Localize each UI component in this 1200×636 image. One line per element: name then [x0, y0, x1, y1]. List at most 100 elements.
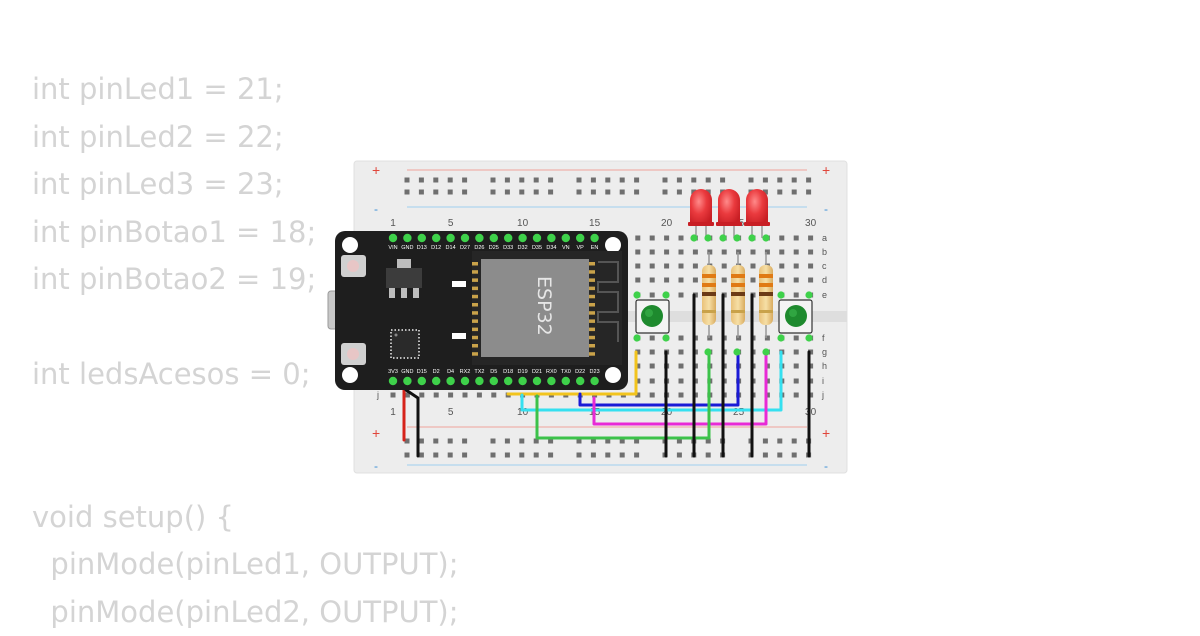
esp32-pin-label-top: D27 [460, 245, 470, 251]
esp32-pin-bottom[interactable] [432, 377, 440, 385]
rail-plus-left-bottom: + [372, 425, 380, 441]
breadboard-hole [679, 293, 684, 298]
breadboard-hole [751, 264, 756, 269]
breadboard-hole [751, 278, 756, 283]
esp32-pin-label-bottom: D19 [518, 369, 528, 375]
esp32-pin-bottom[interactable] [490, 377, 498, 385]
esp32-pin-bottom[interactable] [446, 377, 454, 385]
esp32-pin-bottom[interactable] [533, 377, 541, 385]
breadboard-hole [463, 393, 468, 398]
rail-hole [792, 178, 797, 183]
rail-hole [677, 178, 682, 183]
esp32-pin-top[interactable] [518, 234, 526, 242]
column-number-bottom: 30 [805, 407, 817, 418]
rail-hole [548, 190, 553, 195]
breadboard-hole [391, 393, 396, 398]
rail-minus-right-bottom: - [824, 459, 828, 473]
module-pad [472, 270, 478, 274]
breadboard-hole [722, 250, 727, 255]
esp32-pin-top[interactable] [403, 234, 411, 242]
module-pad [589, 262, 595, 266]
rail-hole [763, 439, 768, 444]
breadboard-hole [419, 393, 424, 398]
esp32-pin-top[interactable] [432, 234, 440, 242]
rail-hole [505, 453, 510, 458]
esp32-pin-bottom[interactable] [504, 377, 512, 385]
breadboard-hole [650, 350, 655, 355]
esp32-pin-top[interactable] [590, 234, 598, 242]
breadboard-hole [808, 278, 813, 283]
breadboard-hole [794, 350, 799, 355]
esp32-pin-label-top: D14 [446, 245, 456, 251]
esp32-pin-bottom[interactable] [389, 377, 397, 385]
esp32-pin-bottom[interactable] [547, 377, 555, 385]
breadboard-hole [650, 336, 655, 341]
esp32-pin-bottom[interactable] [562, 377, 570, 385]
rail-hole [405, 453, 410, 458]
esp32-pin-top[interactable] [504, 234, 512, 242]
rail-hole [491, 439, 496, 444]
esp32-pin-label-top: VIN [388, 245, 397, 251]
breadboard-hole [707, 336, 712, 341]
component-pin [662, 334, 669, 341]
breadboard-hole [434, 393, 439, 398]
esp32-pin-label-bottom: RX0 [546, 369, 557, 375]
esp32-pin-top[interactable] [389, 234, 397, 242]
esp32-pin-label-top: VN [562, 245, 570, 251]
esp32-pin-bottom[interactable] [418, 377, 426, 385]
rail-hole [534, 178, 539, 183]
esp32-pin-bottom[interactable] [403, 377, 411, 385]
row-letter: a [822, 233, 827, 243]
esp32-pin-bottom[interactable] [475, 377, 483, 385]
module-pad [472, 336, 478, 340]
esp32-pin-top[interactable] [562, 234, 570, 242]
esp32-pin-label-top: VP [577, 245, 585, 251]
esp32-pin-bottom[interactable] [590, 377, 598, 385]
rail-hole [706, 453, 711, 458]
rail-hole [591, 178, 596, 183]
rail-hole [519, 439, 524, 444]
breadboard-hole [794, 236, 799, 241]
breadboard-hole [650, 364, 655, 369]
rail-hole [548, 453, 553, 458]
esp32-pin-label-bottom: D21 [532, 369, 542, 375]
esp32-pin-top[interactable] [461, 234, 469, 242]
esp32-pin-bottom[interactable] [461, 377, 469, 385]
component-pin [805, 291, 812, 298]
rail-hole [663, 178, 668, 183]
component-pin [733, 348, 740, 355]
esp32-pin-bottom[interactable] [518, 377, 526, 385]
esp32-pin-top[interactable] [475, 234, 483, 242]
esp32-pin-top[interactable] [533, 234, 541, 242]
push-button-left[interactable] [636, 300, 669, 333]
breadboard-hole [779, 250, 784, 255]
esp32-pin-top[interactable] [547, 234, 555, 242]
module-pad [589, 336, 595, 340]
rail-hole [519, 178, 524, 183]
module-pad [589, 303, 595, 307]
esp32-pin-label-top: D32 [518, 245, 528, 251]
breadboard-hole [794, 364, 799, 369]
rail-hole [577, 190, 582, 195]
esp32-pin-top[interactable] [490, 234, 498, 242]
rail-hole [792, 439, 797, 444]
push-button-right[interactable] [779, 300, 812, 333]
rail-minus-right-top: - [824, 202, 828, 216]
rail-hole [677, 453, 682, 458]
esp32-pin-top[interactable] [576, 234, 584, 242]
esp32-pin-top[interactable] [418, 234, 426, 242]
breadboard-hole [679, 278, 684, 283]
rail-hole [405, 178, 410, 183]
breadboard-hole [679, 250, 684, 255]
breadboard-hole [794, 250, 799, 255]
rail-hole [806, 190, 811, 195]
rail-hole [505, 439, 510, 444]
breadboard-hole [722, 264, 727, 269]
module-pad [472, 352, 478, 356]
breadboard-hole [693, 264, 698, 269]
esp32-pin-top[interactable] [446, 234, 454, 242]
breadboard-hole [693, 250, 698, 255]
esp32-pin-bottom[interactable] [576, 377, 584, 385]
breadboard-hole [650, 393, 655, 398]
esp32-pin-label-top: EN [591, 245, 599, 251]
